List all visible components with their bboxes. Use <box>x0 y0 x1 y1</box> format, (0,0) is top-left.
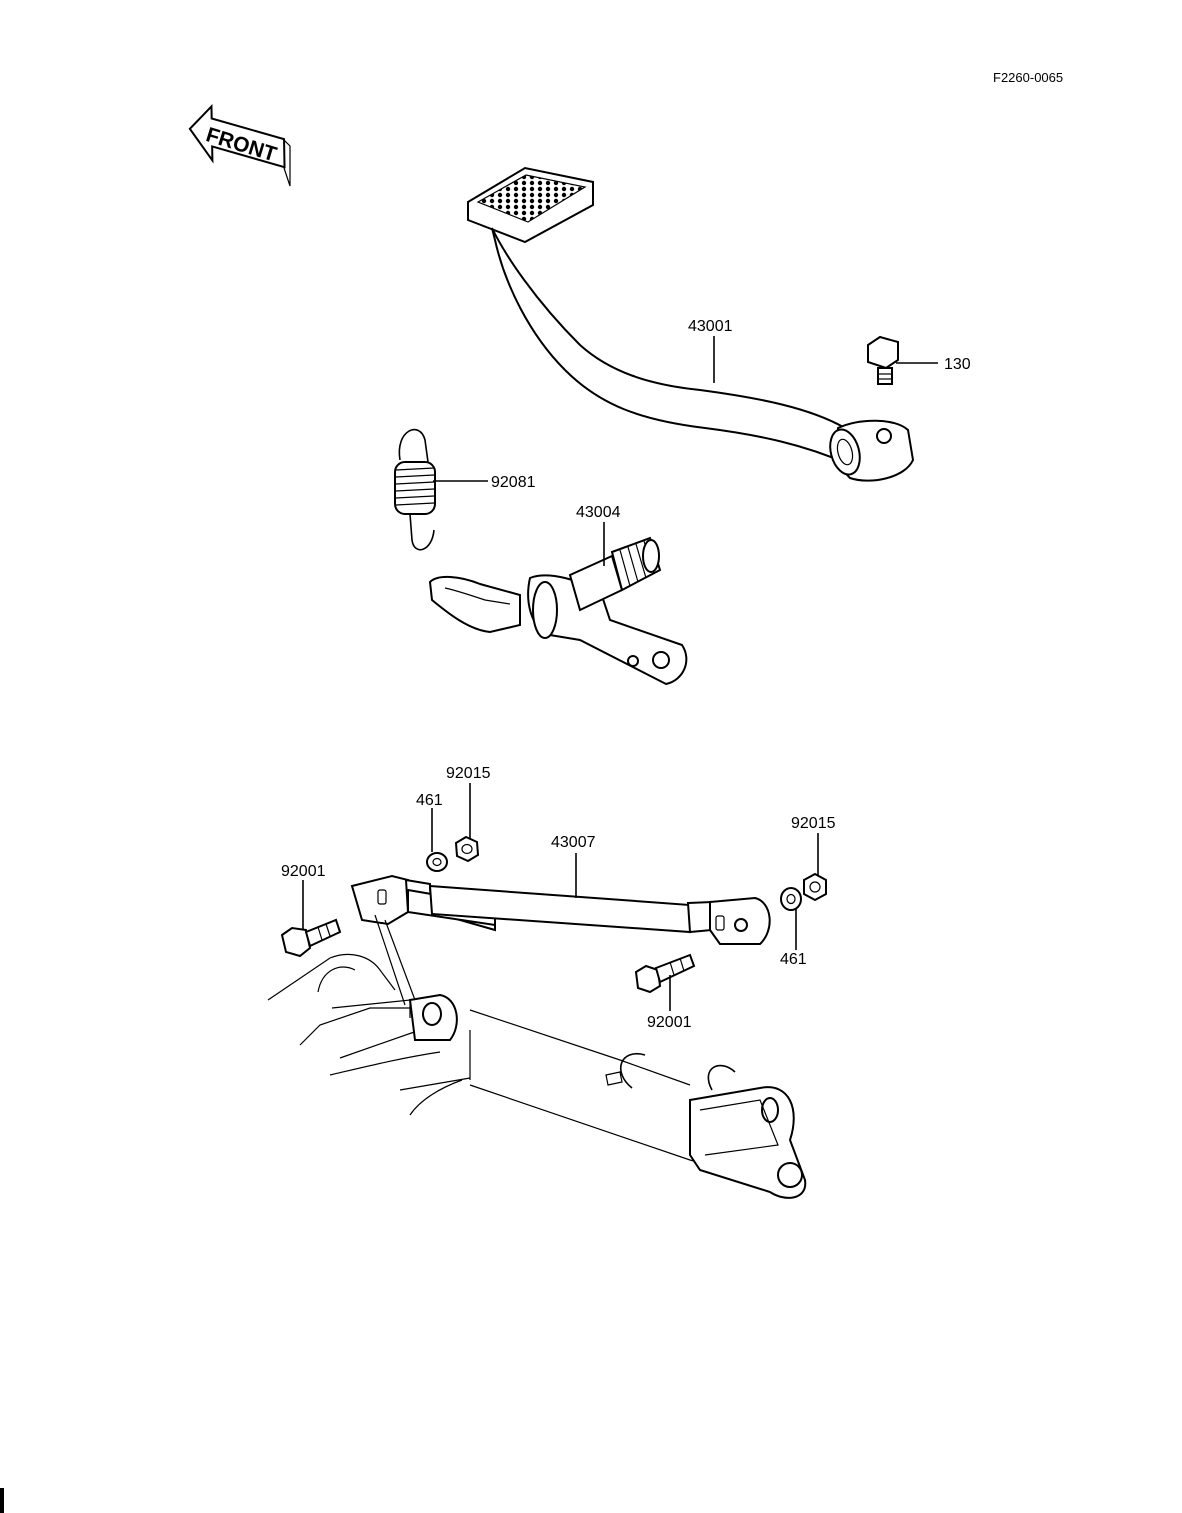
label-43007: 43007 <box>551 834 596 851</box>
brake-rod-43007-part <box>350 874 771 945</box>
nut-92015-left-part <box>454 835 480 863</box>
nut-92015-right-part <box>803 872 827 902</box>
leader-lines <box>302 336 938 1011</box>
front-arrow-icon: FRONT <box>188 104 291 187</box>
diagram-code: F2260-0065 <box>993 70 1063 85</box>
label-92015-left: 92015 <box>446 765 491 782</box>
label-92081: 92081 <box>491 474 536 491</box>
label-92015-right: 92015 <box>791 815 836 832</box>
swing-arm-part <box>267 914 807 1199</box>
washer-461-right-part <box>780 887 802 911</box>
label-43001: 43001 <box>688 318 733 335</box>
label-461-left: 461 <box>416 792 443 809</box>
spring-92081-part <box>394 428 436 551</box>
brake-pedal-part <box>467 166 915 482</box>
label-92001-right: 92001 <box>647 1014 692 1031</box>
bolt-92001-left-part <box>280 918 342 958</box>
washer-461-left-part <box>426 852 448 872</box>
scan-edge-mark <box>0 1488 4 1513</box>
bolt-130-part <box>867 335 899 385</box>
label-461-right: 461 <box>780 951 807 968</box>
bolt-92001-right-part <box>634 953 696 994</box>
label-130: 130 <box>944 356 971 373</box>
shaft-43004-part <box>428 536 688 686</box>
label-92001-left: 92001 <box>281 863 326 880</box>
label-43004: 43004 <box>576 504 621 521</box>
